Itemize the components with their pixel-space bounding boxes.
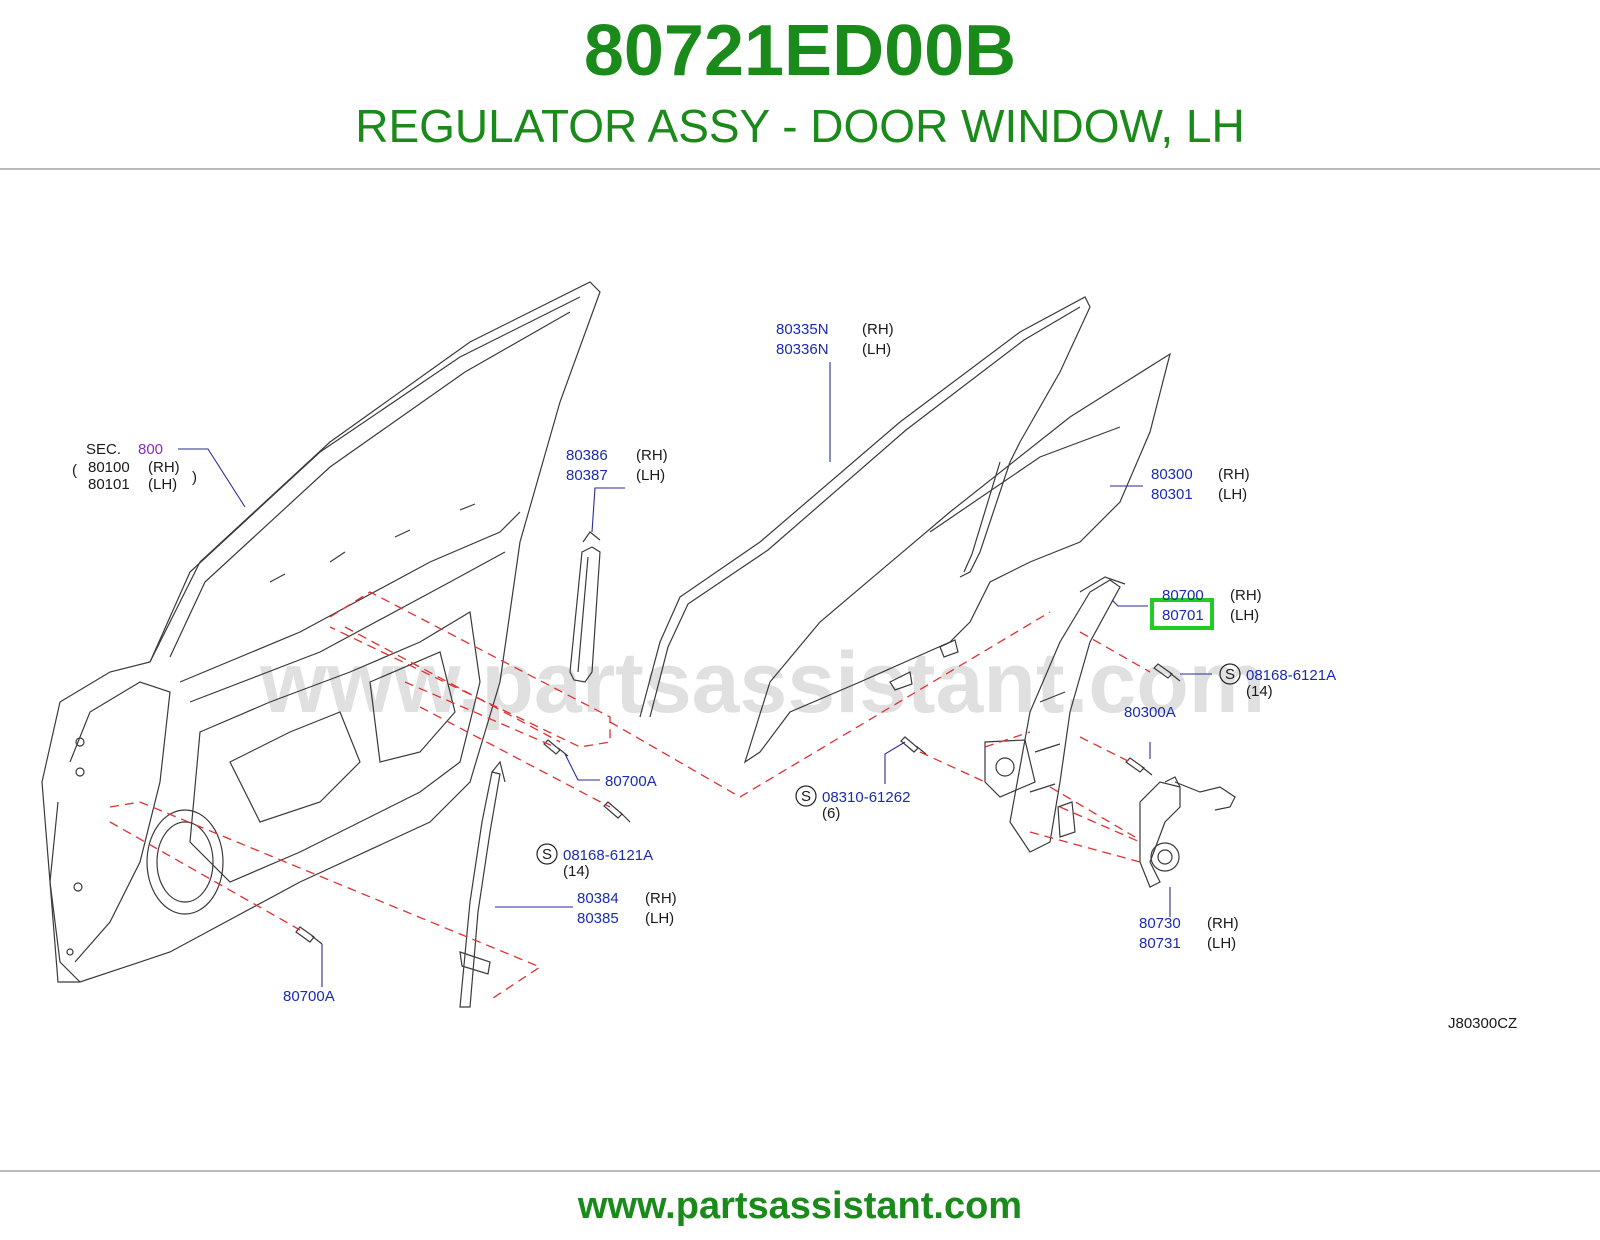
part-link-80336n[interactable]: 80336N <box>776 341 829 358</box>
brace-right: ) <box>192 469 197 486</box>
callout-80300a: 80300A <box>1124 704 1176 721</box>
lh-label: (LH) <box>636 467 665 484</box>
callout-sec-rh: (RH) <box>148 459 180 476</box>
part-link-80300[interactable]: 80300 <box>1151 466 1193 483</box>
callout-08168-right: S 08168-6121A (14) <box>1219 663 1336 700</box>
standard-part-letter: S <box>1225 666 1235 683</box>
leader-lines <box>178 362 1212 987</box>
lh-label: (LH) <box>1218 486 1247 503</box>
watermark-text: www.partsassistant.com <box>259 635 1265 731</box>
rh-label: (RH) <box>1230 587 1262 604</box>
quantity-label: (6) <box>822 805 840 822</box>
glass-run-moulding-drawing <box>639 296 1091 718</box>
part-link-80700[interactable]: 80700 <box>1162 587 1204 604</box>
lh-label: (LH) <box>1207 935 1236 952</box>
footer-url-link[interactable]: www.partsassistant.com <box>577 1185 1023 1227</box>
bolt-08168-right <box>1153 663 1181 682</box>
callout-sec-800: SEC. 800 ( 80100 (RH) 80101 (LH) ) <box>72 441 197 493</box>
part-link-80386[interactable]: 80386 <box>566 447 608 464</box>
page-header: 80721ED00B REGULATOR ASSY - DOOR WINDOW,… <box>0 0 1600 168</box>
callout-80700a-lower: 80700A <box>283 988 335 1005</box>
callout-80700a-upper: 80700A <box>605 773 657 790</box>
standard-part-letter: S <box>801 788 811 805</box>
bolt-80300a <box>1125 757 1153 776</box>
header-divider <box>0 168 1600 170</box>
part-name-subtitle: REGULATOR ASSY - DOOR WINDOW, LH <box>355 100 1245 152</box>
rh-label: (RH) <box>1207 915 1239 932</box>
footer-divider <box>0 1170 1600 1172</box>
door-glass-drawing <box>743 352 1171 764</box>
callout-80700: 80700 (RH) 80701 (LH) <box>1162 587 1262 624</box>
standard-part-symbol <box>1219 663 1241 685</box>
rh-label: (RH) <box>1218 466 1250 483</box>
rear-sash-drawing <box>569 531 601 683</box>
part-link-80387[interactable]: 80387 <box>566 467 608 484</box>
callout-sec-number[interactable]: 800 <box>138 441 163 458</box>
bolt-08310 <box>900 736 927 755</box>
part-link-80700a[interactable]: 80700A <box>283 988 335 1005</box>
part-link-80731[interactable]: 80731 <box>1139 935 1181 952</box>
brace-left: ( <box>72 462 77 479</box>
diagram-code: J80300CZ <box>1448 1015 1517 1032</box>
callout-sec-rh-part: 80100 <box>88 459 130 476</box>
part-number-title: 80721ED00B <box>583 11 1017 91</box>
part-link-80301[interactable]: 80301 <box>1151 486 1193 503</box>
part-link-80701[interactable]: 80701 <box>1162 607 1204 624</box>
parts-diagram: www.partsassistant.com <box>0 262 1600 1080</box>
callout-sec-prefix: SEC. <box>86 441 121 458</box>
callout-80730: 80730 (RH) 80731 (LH) <box>1139 915 1239 952</box>
part-link-08168-6121a[interactable]: 08168-6121A <box>563 847 653 864</box>
standard-part-symbol <box>536 843 558 865</box>
assembly-lines <box>109 591 1151 1001</box>
quantity-label: (14) <box>1246 683 1273 700</box>
standard-part-letter: S <box>542 846 552 863</box>
part-link-80700a[interactable]: 80700A <box>605 773 657 790</box>
callout-80386: 80386 (RH) 80387 (LH) <box>566 447 668 484</box>
part-link-80300a[interactable]: 80300A <box>1124 704 1176 721</box>
highlight-box-80701 <box>1150 598 1214 630</box>
callout-80384: 80384 (RH) 80385 (LH) <box>577 890 677 927</box>
part-link-08310-61262[interactable]: 08310-61262 <box>822 789 910 806</box>
rh-label: (RH) <box>636 447 668 464</box>
quantity-label: (14) <box>563 863 590 880</box>
bolt-80700a-upper <box>543 739 569 757</box>
motor-drawing <box>1139 776 1236 888</box>
lh-label: (LH) <box>862 341 891 358</box>
part-link-80384[interactable]: 80384 <box>577 890 619 907</box>
callout-80300: 80300 (RH) 80301 (LH) <box>1151 466 1250 503</box>
regulator-drawing <box>984 576 1126 853</box>
lh-label: (LH) <box>1230 607 1259 624</box>
door-panel-drawing <box>41 281 601 983</box>
diagram-canvas: www.partsassistant.com <box>41 281 1517 1032</box>
front-sash-drawing <box>459 760 506 1008</box>
part-link-80385[interactable]: 80385 <box>577 910 619 927</box>
rh-label: (RH) <box>645 890 677 907</box>
callout-sec-lh: (LH) <box>148 476 177 493</box>
bolt-80700a-lower <box>295 926 323 945</box>
callout-sec-lh-part: 80101 <box>88 476 130 493</box>
callout-80335n: 80335N (RH) 80336N (LH) <box>776 321 894 358</box>
standard-part-symbol <box>795 785 817 807</box>
rh-label: (RH) <box>862 321 894 338</box>
callout-08168-left: S 08168-6121A (14) <box>536 843 653 880</box>
part-link-80335n[interactable]: 80335N <box>776 321 829 338</box>
callout-08310: S 08310-61262 (6) <box>795 785 910 822</box>
bolt-08168-left <box>603 801 631 823</box>
part-link-80730[interactable]: 80730 <box>1139 915 1181 932</box>
lh-label: (LH) <box>645 910 674 927</box>
part-link-08168-6121a[interactable]: 08168-6121A <box>1246 667 1336 684</box>
